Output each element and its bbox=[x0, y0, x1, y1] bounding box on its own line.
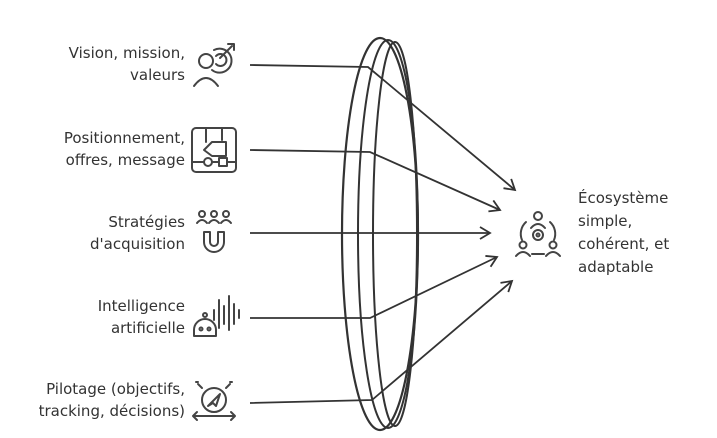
output-label: Écosystème simple, cohérent, et adaptabl… bbox=[578, 187, 669, 279]
label-line: Intelligence bbox=[97, 297, 185, 315]
label-line: tracking, décisions) bbox=[38, 402, 185, 420]
label-line: Écosystème bbox=[578, 189, 669, 207]
input-label-pilotage: Pilotage (objectifs, tracking, décisions… bbox=[39, 378, 185, 422]
label-line: Vision, mission, bbox=[68, 44, 185, 62]
label-line: Stratégies bbox=[108, 213, 185, 231]
flowchart-icon bbox=[191, 127, 237, 173]
label-line: Pilotage (objectifs, bbox=[46, 380, 185, 398]
arrow-4 bbox=[250, 255, 499, 319]
robot-voice-icon bbox=[193, 295, 240, 337]
compass-arrows-icon bbox=[192, 381, 236, 421]
input-label-strategies: Stratégies d'acquisition bbox=[90, 211, 185, 255]
label-line: offres, message bbox=[65, 151, 185, 169]
label-line: cohérent, et bbox=[578, 235, 670, 253]
label-line: valeurs bbox=[130, 66, 185, 84]
label-line: simple, bbox=[578, 212, 633, 230]
label-line: artificielle bbox=[110, 319, 185, 337]
team-gear-icon bbox=[515, 211, 561, 257]
label-line: adaptable bbox=[578, 258, 654, 276]
target-person-icon bbox=[193, 43, 235, 87]
label-line: Positionnement, bbox=[63, 129, 185, 147]
input-label-positionnement: Positionnement, offres, message bbox=[64, 127, 185, 171]
input-label-vision: Vision, mission, valeurs bbox=[69, 42, 185, 86]
label-line: d'acquisition bbox=[90, 235, 185, 253]
arrow-2 bbox=[249, 149, 502, 213]
input-label-ia: Intelligence artificielle bbox=[98, 295, 185, 339]
lens bbox=[340, 36, 420, 432]
arrow-1 bbox=[249, 64, 517, 192]
arrow-5 bbox=[249, 279, 514, 404]
magnet-people-icon bbox=[196, 210, 232, 253]
connector-lines bbox=[249, 64, 517, 404]
